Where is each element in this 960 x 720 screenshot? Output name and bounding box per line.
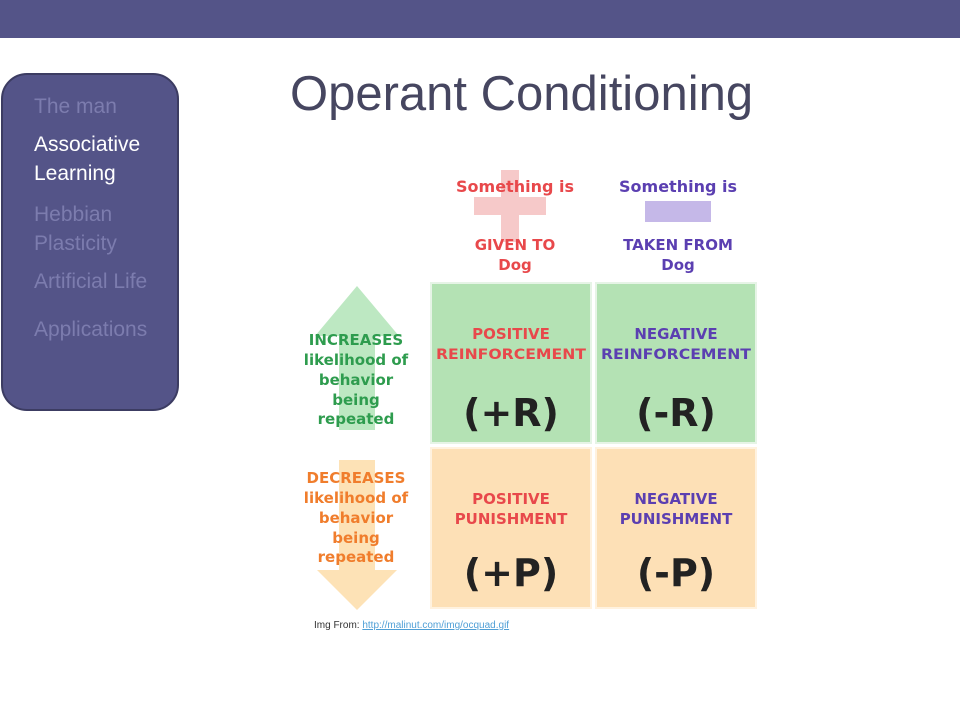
image-credit-prefix: Img From: (314, 620, 363, 631)
down-arrow (317, 460, 397, 610)
neg-pun-code: (-P) (637, 551, 715, 595)
section-nav: The man Associative Learning Hebbian Pla… (1, 73, 179, 411)
neg-pun-line1: NEGATIVE (634, 490, 717, 508)
neg-reinf-line2: REINFORCEMENT (601, 347, 751, 363)
decreases-line3: behavior (319, 509, 394, 527)
neg-pun-line2: PUNISHMENT (620, 510, 733, 528)
minus-sign (645, 201, 711, 222)
nav-item-hebbian-plasticity[interactable]: Hebbian Plasticity (34, 203, 117, 255)
given-header-line1: Something is (456, 177, 574, 196)
taken-header-line2: TAKEN FROM (623, 236, 733, 254)
neg-reinf-line1: NEGATIVE (634, 325, 717, 343)
increases-line1: INCREASES (309, 331, 403, 349)
slide-title: Operant Conditioning (290, 67, 754, 121)
cell-negative-reinforcement (595, 282, 757, 444)
given-header-line3: Dog (498, 256, 532, 274)
pos-pun-line2: PUNISHMENT (455, 510, 568, 528)
pos-reinf-code: (+R) (463, 391, 559, 435)
decreases-line5: repeated (318, 548, 395, 566)
increases-line3: behavior (319, 371, 394, 389)
increases-line4: being (332, 391, 379, 409)
pos-pun-code: (+P) (464, 551, 558, 595)
pos-pun-line1: POSITIVE (472, 490, 550, 508)
decreases-line1: DECREASES (307, 469, 406, 487)
quadrant-svg: Something is GIVEN TO Dog Something is T… (304, 170, 757, 610)
taken-header-line3: Dog (661, 256, 695, 274)
pos-reinf-line1: POSITIVE (472, 325, 550, 343)
decreases-line2: likelihood of (304, 489, 409, 507)
cell-positive-punishment (430, 447, 592, 609)
taken-header-line1: Something is (619, 177, 737, 196)
nav-item-the-man[interactable]: The man (34, 95, 117, 118)
image-credit: Img From: http://malinut.com/img/ocquad.… (314, 620, 509, 631)
nav-item-associative-learning[interactable]: Associative Learning (34, 133, 141, 185)
increases-line5: repeated (318, 410, 395, 428)
nav-item-applications[interactable]: Applications (34, 318, 148, 341)
nav-item-artificial-life[interactable]: Artificial Life (34, 270, 148, 293)
neg-reinf-code: (-R) (636, 391, 716, 435)
plus-sign-horizontal (474, 197, 546, 215)
cell-positive-reinforcement (430, 282, 592, 444)
decreases-line4: being (332, 529, 379, 547)
cell-negative-punishment (595, 447, 757, 609)
pos-reinf-line2: REINFORCEMENT (436, 347, 586, 363)
given-header-line2: GIVEN TO (475, 236, 556, 254)
increases-line2: likelihood of (304, 351, 409, 369)
up-arrow (315, 286, 399, 430)
image-credit-link[interactable]: http://malinut.com/img/ocquad.gif (362, 620, 510, 631)
top-bar (0, 0, 960, 38)
operant-quadrant-diagram: Something is GIVEN TO Dog Something is T… (290, 168, 770, 618)
